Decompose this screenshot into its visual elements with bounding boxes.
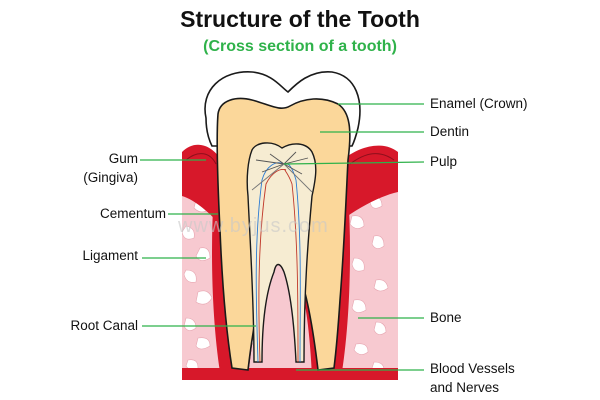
label-cementum: Cementum	[99, 206, 166, 221]
watermark-text: www.byjus.com	[178, 215, 329, 237]
label-blood-vessels-line1: Blood Vessels	[430, 361, 515, 376]
label-root-canal: Root Canal	[70, 318, 138, 333]
label-blood-vessels-line2: and Nerves	[430, 380, 500, 395]
label-dentin: Dentin	[430, 124, 470, 139]
label-ligament: Ligament	[82, 248, 138, 263]
label-pulp: Pulp	[430, 154, 458, 169]
label-bone: Bone	[430, 310, 462, 325]
label-gum-line1: Gum	[108, 151, 138, 166]
page-subtitle: (Cross section of a tooth)	[203, 38, 397, 55]
gum-right	[342, 145, 398, 220]
label-enamel: Enamel (Crown)	[430, 96, 528, 111]
gum-left	[182, 144, 222, 226]
label-gum-line2: (Gingiva)	[83, 170, 138, 185]
blood-vessels-and-nerves	[251, 151, 313, 363]
leader-lines	[140, 103, 425, 371]
page-title: Structure of the Tooth	[180, 6, 420, 32]
